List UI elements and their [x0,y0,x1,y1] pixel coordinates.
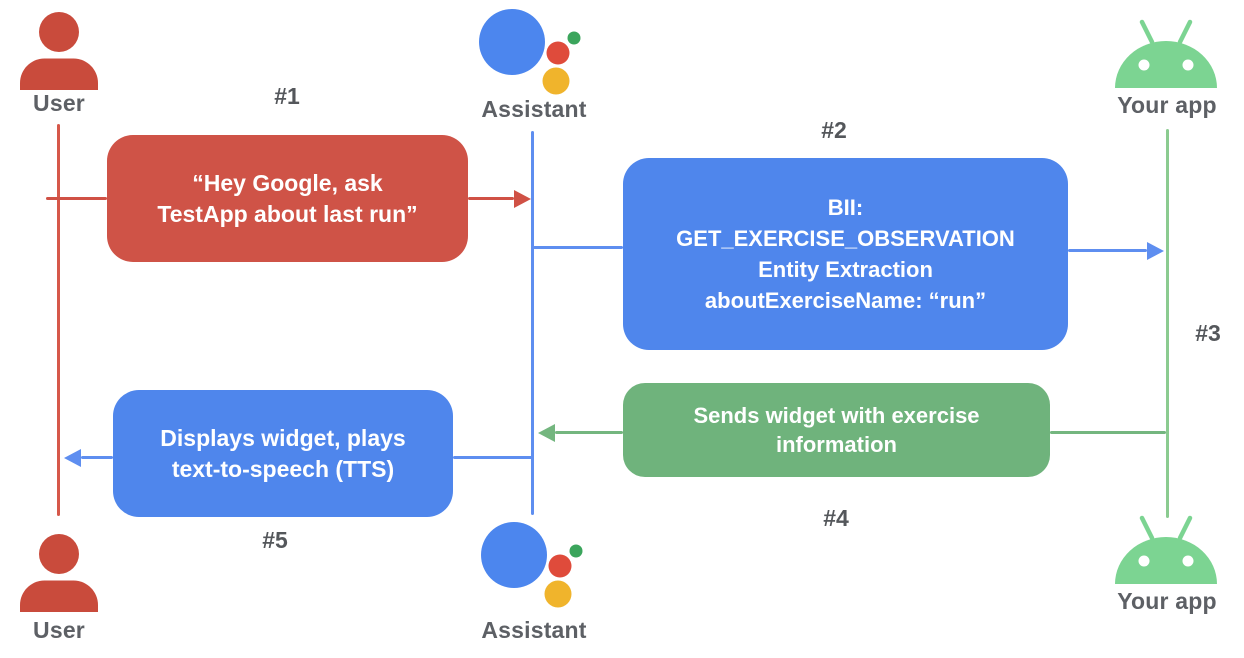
assistant-lifeline [531,131,534,515]
google-assistant-icon [480,521,584,609]
message-box-4: Sends widget with exercise information [623,383,1050,477]
arrowhead-right-icon [514,190,531,208]
arrowhead-left-icon [538,424,555,442]
message-1-tail-line [46,197,107,200]
android-icon [1111,512,1221,584]
message-2-line [1068,249,1147,252]
actor-label-user-bottom: User [33,617,85,643]
message-box-2: BII: GET_EXERCISE_OBSERVATION Entity Ext… [623,158,1068,350]
actor-app-top [1111,16,1221,88]
message-4-line [555,431,623,434]
person-icon [17,533,101,613]
step-label-1: #1 [274,83,300,109]
actor-label-app-bottom: Your app [1117,588,1217,614]
step-label-5: #5 [262,527,288,553]
actor-label-app-top: Your app [1117,92,1217,118]
user-lifeline [57,124,60,516]
message-4-tail-line [1050,431,1166,434]
actor-user-top [17,11,101,91]
person-icon [17,11,101,91]
message-2-tail-line [533,246,623,249]
actor-label-user-top: User [33,90,85,116]
step-label-4: #4 [823,505,849,531]
step-label-3: #3 [1195,320,1221,346]
message-5-line [81,456,113,459]
step-label-2: #2 [821,117,847,143]
message-1-line [468,197,514,200]
arrowhead-right-icon [1147,242,1164,260]
actor-app-bottom [1111,512,1221,584]
message-box-5: Displays widget, plays text-to-speech (T… [113,390,453,517]
app-lifeline [1166,129,1169,518]
android-icon [1111,16,1221,88]
actor-assistant-bottom [480,521,584,609]
actor-user-bottom [17,533,101,613]
message-5-tail-line [453,456,533,459]
actor-assistant-top [478,8,582,96]
message-box-1: “Hey Google, ask TestApp about last run” [107,135,468,262]
arrowhead-left-icon [64,449,81,467]
google-assistant-icon [478,8,582,96]
actor-label-assistant-bottom: Assistant [481,617,587,643]
actor-label-assistant-top: Assistant [481,96,587,122]
